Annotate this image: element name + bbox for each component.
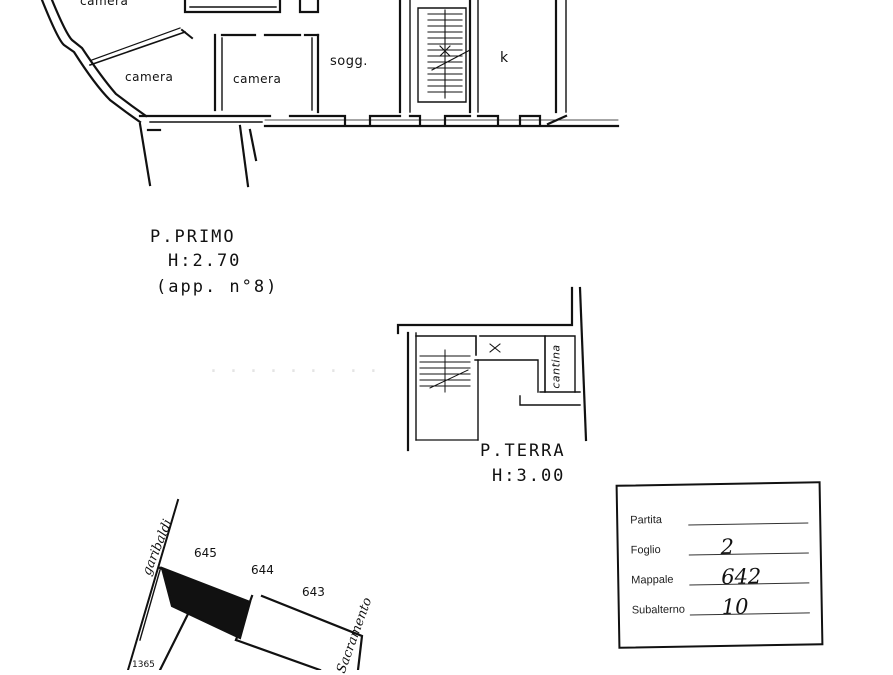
stamp-label-partita: Partita (630, 513, 663, 527)
room-label-camera-top: camera (80, 0, 129, 8)
cadastral-stamp: Partita Foglio 2 Mappale 642 Subalterno … (615, 481, 824, 649)
stamp-line-partita (688, 522, 809, 526)
curved-wall (40, 0, 142, 124)
stamp-value-subalterno: 10 (721, 594, 749, 619)
stamp-label-subalterno: Subalterno (631, 603, 686, 617)
stamp-label-foglio: Foglio (630, 544, 661, 557)
first-floor-plan (40, 0, 620, 188)
parcel-label-1365: 1365 (132, 660, 155, 670)
room-label-k: k (500, 50, 509, 66)
stamp-row-foglio: Foglio 2 (631, 535, 809, 560)
stamp-line-foglio (688, 552, 809, 556)
highlighted-parcel (160, 566, 252, 640)
curved-wall-inner (50, 0, 148, 118)
ground-floor-title: P.TERRA (480, 441, 566, 461)
stamp-value-foglio: 2 (720, 534, 735, 559)
site-plan (126, 498, 364, 670)
stamp-line-subalterno (689, 612, 810, 616)
stamp-row-mappale: Mappale 642 (631, 564, 810, 590)
first-floor-height: H:2.70 (168, 251, 242, 271)
parcel-label-645: 645 (194, 546, 217, 560)
svg-text:. . . . . . . . .: . . . . . . . . . (210, 353, 380, 378)
room-label-sogg: sogg. (330, 54, 368, 69)
stamp-value-mappale: 642 (720, 564, 762, 589)
room-label-camera-mid: camera (233, 72, 282, 86)
room-label-cantina: cantina (549, 344, 563, 389)
stamp-label-mappale: Mappale (631, 573, 674, 587)
room-label-camera-left: camera (125, 70, 174, 84)
ground-floor-height: H:3.00 (492, 466, 566, 486)
first-floor-note: (app. n°8) (156, 277, 279, 297)
parcel-label-644: 644 (251, 563, 274, 577)
stamp-row-subalterno: Subalterno 10 (632, 595, 810, 620)
ground-floor-plan (396, 286, 588, 452)
stamp-row-partita: Partita (630, 505, 809, 530)
parcel-label-643: 643 (302, 585, 325, 599)
first-floor-title: P.PRIMO (150, 227, 236, 247)
